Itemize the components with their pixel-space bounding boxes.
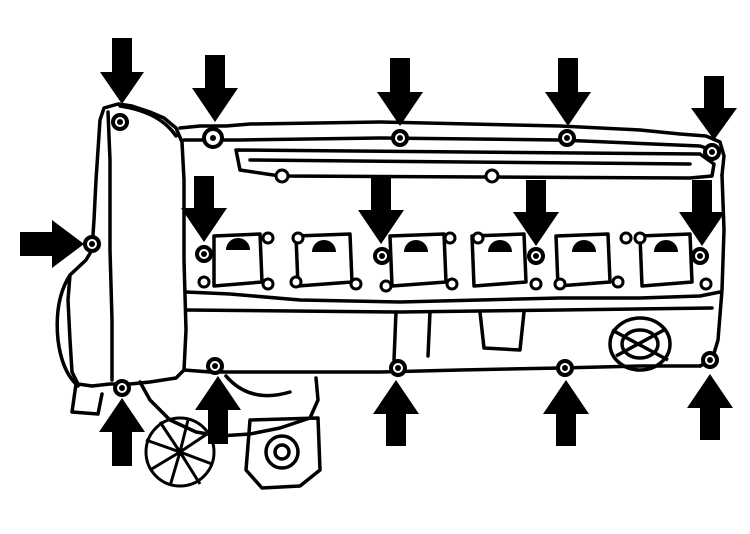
front-lower-bulge xyxy=(55,273,80,388)
arrow-up-1 xyxy=(99,398,145,466)
front-foot xyxy=(70,382,104,416)
arrow-down-7 xyxy=(358,178,404,244)
cover-mid-ledge xyxy=(184,290,722,304)
arrow-down-9 xyxy=(679,180,725,246)
cover-lower-ledge xyxy=(184,306,714,314)
top-channel-line xyxy=(248,158,692,166)
arrow-right-1 xyxy=(20,220,84,268)
plug-well-6 xyxy=(638,232,694,288)
arrow-down-6 xyxy=(181,176,227,242)
sensor-plug xyxy=(264,434,300,470)
arrow-down-8 xyxy=(513,180,559,246)
skirt-groove xyxy=(392,310,432,362)
arrow-down-4 xyxy=(545,58,591,126)
oil-filler-cap xyxy=(608,316,672,372)
arrow-up-3 xyxy=(373,380,419,446)
plug-well-5 xyxy=(554,232,612,288)
front-housing-curve xyxy=(118,104,178,138)
plug-well-4 xyxy=(470,232,528,288)
valve-cover-outline xyxy=(55,102,726,490)
breather-slot xyxy=(478,310,526,352)
arrow-down-3 xyxy=(377,58,423,126)
top-channel xyxy=(234,148,716,180)
arrow-up-2 xyxy=(195,376,241,444)
arrow-up-5 xyxy=(687,374,733,440)
arrow-down-2 xyxy=(192,55,238,122)
arrow-down-1 xyxy=(100,38,144,104)
arrow-up-4 xyxy=(543,380,589,446)
plug-well-holes xyxy=(226,238,678,252)
front-housing-inner-edge xyxy=(106,110,114,382)
arrow-markers xyxy=(20,38,737,466)
cover-top-inner-edge xyxy=(182,136,720,154)
skirt-lip xyxy=(224,374,292,398)
lower-skirt xyxy=(138,376,320,438)
arrow-down-5 xyxy=(691,76,737,140)
inner-studs xyxy=(197,168,713,293)
cover-top-edge xyxy=(178,120,726,177)
fan-pulley xyxy=(144,416,216,488)
sensor-housing xyxy=(244,416,322,490)
sensor-plug-core xyxy=(273,443,291,461)
